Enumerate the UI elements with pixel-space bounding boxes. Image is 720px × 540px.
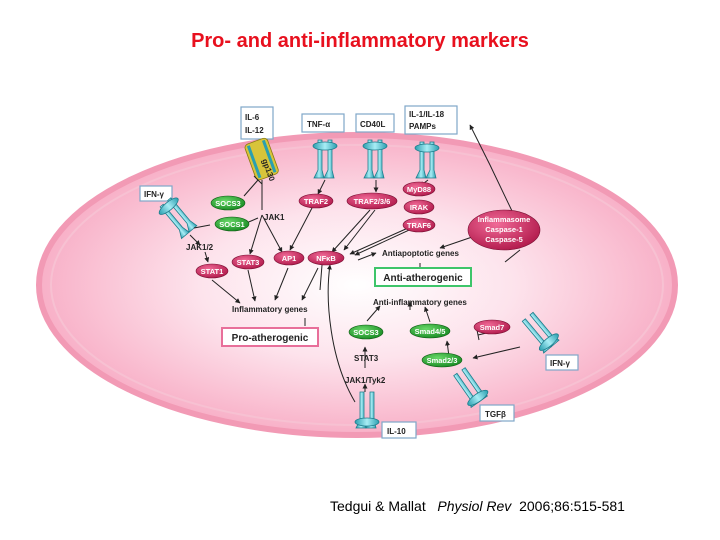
node-socs1: SOCS1 bbox=[214, 216, 250, 232]
ligand-box-tgf: TGFβ bbox=[479, 404, 515, 422]
ligand-box-ifn-left: IFN-γ bbox=[139, 185, 173, 202]
traf6-text: TRAF6 bbox=[407, 221, 431, 230]
stat3-text-label: STAT3 bbox=[354, 354, 379, 363]
receptor-il1 bbox=[414, 141, 440, 179]
stat3-text: STAT3 bbox=[237, 258, 260, 267]
slide-title: Pro- and anti-inflammatory markers bbox=[191, 30, 529, 52]
pro-atherogenic-label: Pro-atherogenic bbox=[232, 333, 309, 344]
node-smad23: Smad2/3 bbox=[421, 352, 463, 368]
ligand-box-ifn-right: IFN-γ bbox=[545, 354, 579, 371]
receptor-ifn-left bbox=[158, 197, 198, 240]
anti-atherogenic-label: Anti-atherogenic bbox=[383, 273, 463, 284]
jak1tyk2-label: JAK1/Tyk2 bbox=[345, 376, 386, 385]
ifn-left-label: IFN-γ bbox=[144, 190, 165, 199]
socs3-bottom-text: SOCS3 bbox=[353, 328, 378, 337]
citation-authors: Tedgui & Mallat bbox=[330, 498, 426, 514]
receptor-gp130: gp130 bbox=[244, 137, 279, 183]
antiinflammatory-label: Anti-inflammatory genes bbox=[373, 298, 467, 307]
ifn-right-label: IFN-γ bbox=[550, 359, 571, 368]
node-stat1: STAT1 bbox=[195, 263, 229, 279]
node-socs3-bottom: SOCS3 bbox=[348, 324, 384, 340]
tnf-label: TNF-α bbox=[307, 120, 330, 129]
nfkb-text: NFκB bbox=[316, 254, 336, 263]
cd40l-label: CD40L bbox=[360, 120, 385, 129]
inflammatory-genes-label: Inflammatory genes bbox=[232, 305, 308, 314]
caspase5-text: Caspase-5 bbox=[485, 235, 523, 244]
irak-text: IRAK bbox=[410, 203, 429, 212]
il6-label: IL-6 bbox=[245, 113, 260, 122]
caspase1-text: Caspase-1 bbox=[485, 225, 523, 234]
smad23-text: Smad2/3 bbox=[427, 356, 458, 365]
receptor-il10 bbox=[354, 391, 380, 429]
ap1-text: AP1 bbox=[282, 254, 297, 263]
node-stat3: STAT3 bbox=[231, 254, 265, 270]
ligand-box-cd40l: CD40L bbox=[355, 113, 395, 133]
il10-label: IL-10 bbox=[387, 427, 406, 436]
socs1-text: SOCS1 bbox=[219, 220, 244, 229]
traf2-text: TRAF2 bbox=[304, 197, 328, 206]
node-myd88: MyD88 bbox=[402, 181, 436, 197]
il12-label: IL-12 bbox=[245, 126, 264, 135]
anti-atherogenic-box: Anti-atherogenic bbox=[374, 267, 472, 287]
il1-label: IL-1/IL-18 bbox=[409, 110, 445, 119]
node-traf2: TRAF2 bbox=[298, 193, 334, 209]
receptor-tgf bbox=[453, 367, 489, 409]
inflammasome-text: Inflammasome bbox=[478, 215, 531, 224]
smad7-text: Smad7 bbox=[480, 323, 505, 332]
stat1-text: STAT1 bbox=[201, 267, 224, 276]
antiapoptotic-label: Antiapoptotic genes bbox=[382, 249, 459, 258]
citation-reference: 2006;86:515-581 bbox=[519, 498, 625, 514]
node-socs3-top: SOCS3 bbox=[210, 195, 246, 211]
myd88-text: MyD88 bbox=[407, 185, 431, 194]
citation-journal: Physiol Rev bbox=[437, 498, 512, 514]
tgf-label: TGFβ bbox=[485, 410, 506, 419]
node-irak: IRAK bbox=[403, 199, 435, 215]
jak12-label: JAK1/2 bbox=[186, 243, 214, 252]
cell-outer-membrane bbox=[36, 132, 678, 438]
ligand-box-il6-il12: IL-6 IL-12 bbox=[240, 106, 274, 140]
node-traf6: TRAF6 bbox=[402, 217, 436, 233]
receptor-tnf bbox=[312, 139, 338, 179]
node-ap1: AP1 bbox=[273, 250, 305, 266]
pro-atherogenic-box: Pro-atherogenic bbox=[221, 327, 319, 347]
receptor-ifn-right bbox=[521, 311, 560, 354]
node-traf236: TRAF2/3/6 bbox=[346, 192, 398, 210]
pamps-label: PAMPs bbox=[409, 122, 437, 131]
node-inflammasome: Inflammasome Caspase-1 Caspase-5 bbox=[467, 209, 541, 251]
node-nfkb: NFκB bbox=[307, 250, 345, 266]
ligand-box-tnf: TNF-α bbox=[301, 113, 345, 133]
smad47-text: Smad4/5 bbox=[415, 327, 446, 336]
ligand-box-il10: IL-10 bbox=[381, 421, 417, 439]
traf236-text: TRAF2/3/6 bbox=[354, 197, 391, 206]
node-smad7: Smad7 bbox=[473, 319, 511, 335]
cell-inner-membrane bbox=[50, 144, 664, 426]
receptor-cd40 bbox=[362, 139, 388, 179]
node-smad47: Smad4/5 bbox=[409, 323, 451, 339]
citation: Tedgui & Mallat Physiol Rev 2006;86:515-… bbox=[330, 498, 625, 514]
jak1-label: JAK1 bbox=[264, 213, 285, 222]
socs3-top-text: SOCS3 bbox=[215, 199, 240, 208]
ligand-box-il1: IL-1/IL-18 PAMPs bbox=[404, 105, 458, 135]
